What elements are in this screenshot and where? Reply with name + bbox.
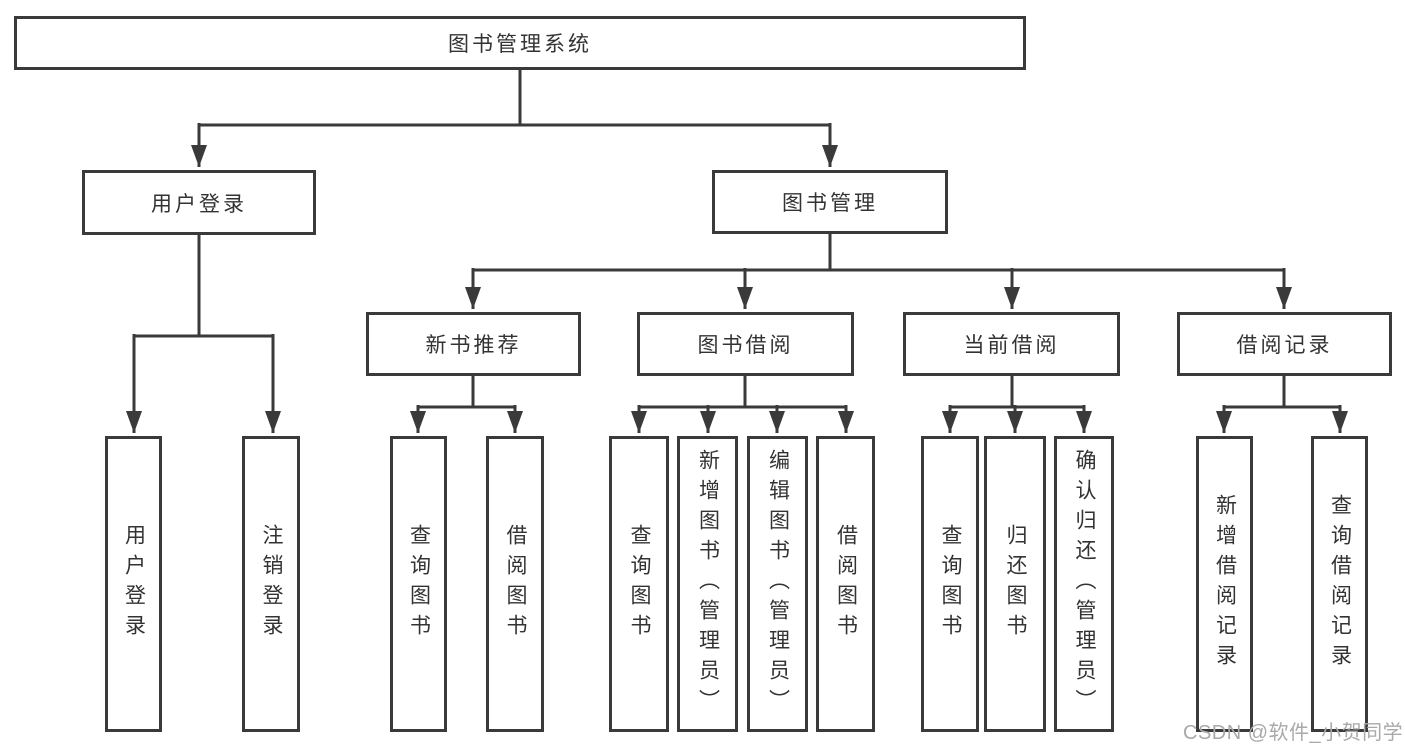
node-label: 确认归还（管理员） [1073,449,1096,719]
node-label: 新书推荐 [425,334,522,357]
node-label: 查询图书 [407,524,431,644]
csdn-watermark: CSDN @软件_小贺同学 [1183,722,1404,744]
node-label: 查询图书 [939,524,962,644]
node-borrowing-records: 借阅记录 [1177,312,1392,376]
node-root: 图书管理系统 [14,16,1026,70]
leaf-query-borrow-record: 查询借阅记录 [1311,436,1368,732]
node-label: 新增图书（管理员） [696,449,720,719]
node-book-borrowing: 图书借阅 [637,312,854,376]
node-label: 查询图书 [628,524,651,644]
node-book-management: 图书管理 [712,170,948,234]
leaf-query-books-recommend: 查询图书 [390,436,447,732]
node-label: 查询借阅记录 [1328,494,1352,674]
node-label: 用户登录 [122,524,146,644]
leaf-add-borrow-record: 新增借阅记录 [1196,436,1253,732]
leaf-confirm-return-admin: 确认归还（管理员） [1054,436,1114,732]
node-label: 借阅记录 [1236,334,1333,357]
node-label: 图书管理系统 [448,33,592,56]
node-label: 图书借阅 [697,334,794,357]
node-label: 编辑图书（管理员） [766,449,790,719]
leaf-add-book-admin: 新增图书（管理员） [677,436,738,732]
node-new-book-recommend: 新书推荐 [366,312,581,376]
node-user-login: 用户登录 [82,170,316,235]
leaf-borrow-books-recommend: 借阅图书 [486,436,544,732]
leaf-logout: 注销登录 [242,436,300,732]
node-current-borrowing: 当前借阅 [903,312,1120,376]
leaf-query-books-current: 查询图书 [921,436,979,732]
leaf-edit-book-admin: 编辑图书（管理员） [747,436,808,732]
node-label: 新增借阅记录 [1213,494,1237,674]
node-label: 注销登录 [260,524,283,644]
leaf-user-login: 用户登录 [105,436,162,732]
leaf-query-books-borrowing: 查询图书 [609,436,669,732]
node-label: 图书管理 [782,192,878,215]
leaf-return-books: 归还图书 [984,436,1046,732]
node-label: 当前借阅 [963,334,1060,357]
node-label: 用户登录 [151,192,247,216]
node-label: 借阅图书 [504,524,527,644]
node-label: 借阅图书 [834,524,858,644]
node-label: 归还图书 [1004,524,1027,644]
leaf-borrow-books-borrowing: 借阅图书 [816,436,875,732]
